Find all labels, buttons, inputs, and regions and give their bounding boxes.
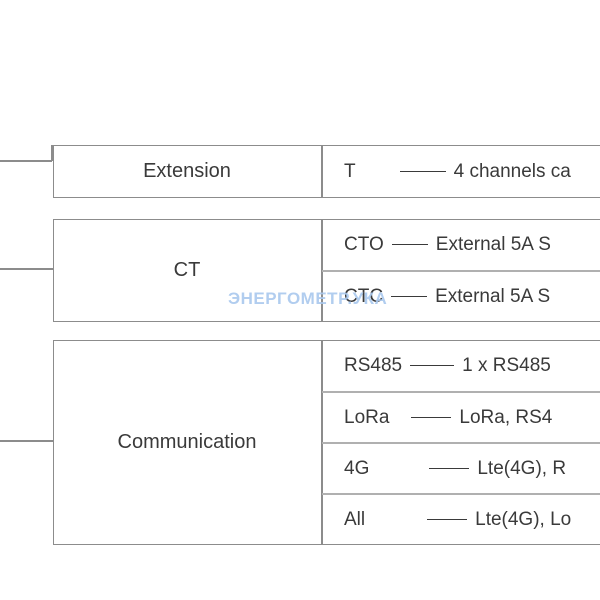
- option-code: CTC: [344, 285, 384, 307]
- option-code: LoRa: [344, 406, 390, 428]
- option-code: All: [344, 508, 366, 530]
- option-description: Lte(4G), Lo: [475, 508, 572, 530]
- group-extension: [53, 145, 600, 198]
- option-code: RS485: [344, 354, 403, 376]
- row-divider: [322, 493, 600, 495]
- option-row: 4G Lte(4G), R: [344, 443, 600, 494]
- option-description: External 5A S: [435, 285, 551, 307]
- option-row: CTC External 5A S: [344, 271, 600, 322]
- dash: [427, 518, 468, 521]
- dash: [410, 364, 455, 367]
- option-code: 4G: [344, 457, 370, 479]
- option-row: T 4 channels ca: [344, 145, 600, 198]
- row-divider: [322, 442, 600, 444]
- dash: [399, 170, 446, 173]
- option-description: External 5A S: [435, 233, 551, 255]
- group-extension-divider: [321, 145, 323, 198]
- option-row: All Lte(4G), Lo: [344, 494, 600, 545]
- row-divider: [322, 391, 600, 393]
- row-divider: [322, 270, 600, 272]
- connector-communication: [0, 440, 54, 442]
- dash: [391, 295, 428, 298]
- option-row: CTO External 5A S: [344, 219, 600, 270]
- option-description: 4 channels ca: [453, 160, 571, 182]
- connector-extension-v: [51, 145, 53, 161]
- group-communication-divider: [321, 340, 323, 545]
- category-label-communication: Communication: [117, 431, 257, 453]
- dash: [391, 243, 428, 246]
- group-ct-divider: [321, 219, 323, 322]
- connector-extension: [0, 160, 52, 162]
- option-row: RS485 1 x RS485: [344, 340, 600, 391]
- watermark: ЭНЕРГОМЕТР.УКА: [228, 289, 388, 308]
- option-description: LoRa, RS4: [459, 406, 553, 428]
- option-code: T: [344, 160, 356, 182]
- option-description: Lte(4G), R: [477, 457, 567, 479]
- connector-ct: [0, 268, 54, 270]
- dash: [429, 467, 470, 470]
- option-row: LoRa LoRa, RS4: [344, 392, 600, 443]
- category-label-extension: Extension: [143, 160, 231, 182]
- category-label-ct: CT: [173, 259, 201, 281]
- dash: [411, 416, 452, 419]
- option-code: CTO: [344, 233, 384, 255]
- option-description: 1 x RS485: [462, 354, 551, 376]
